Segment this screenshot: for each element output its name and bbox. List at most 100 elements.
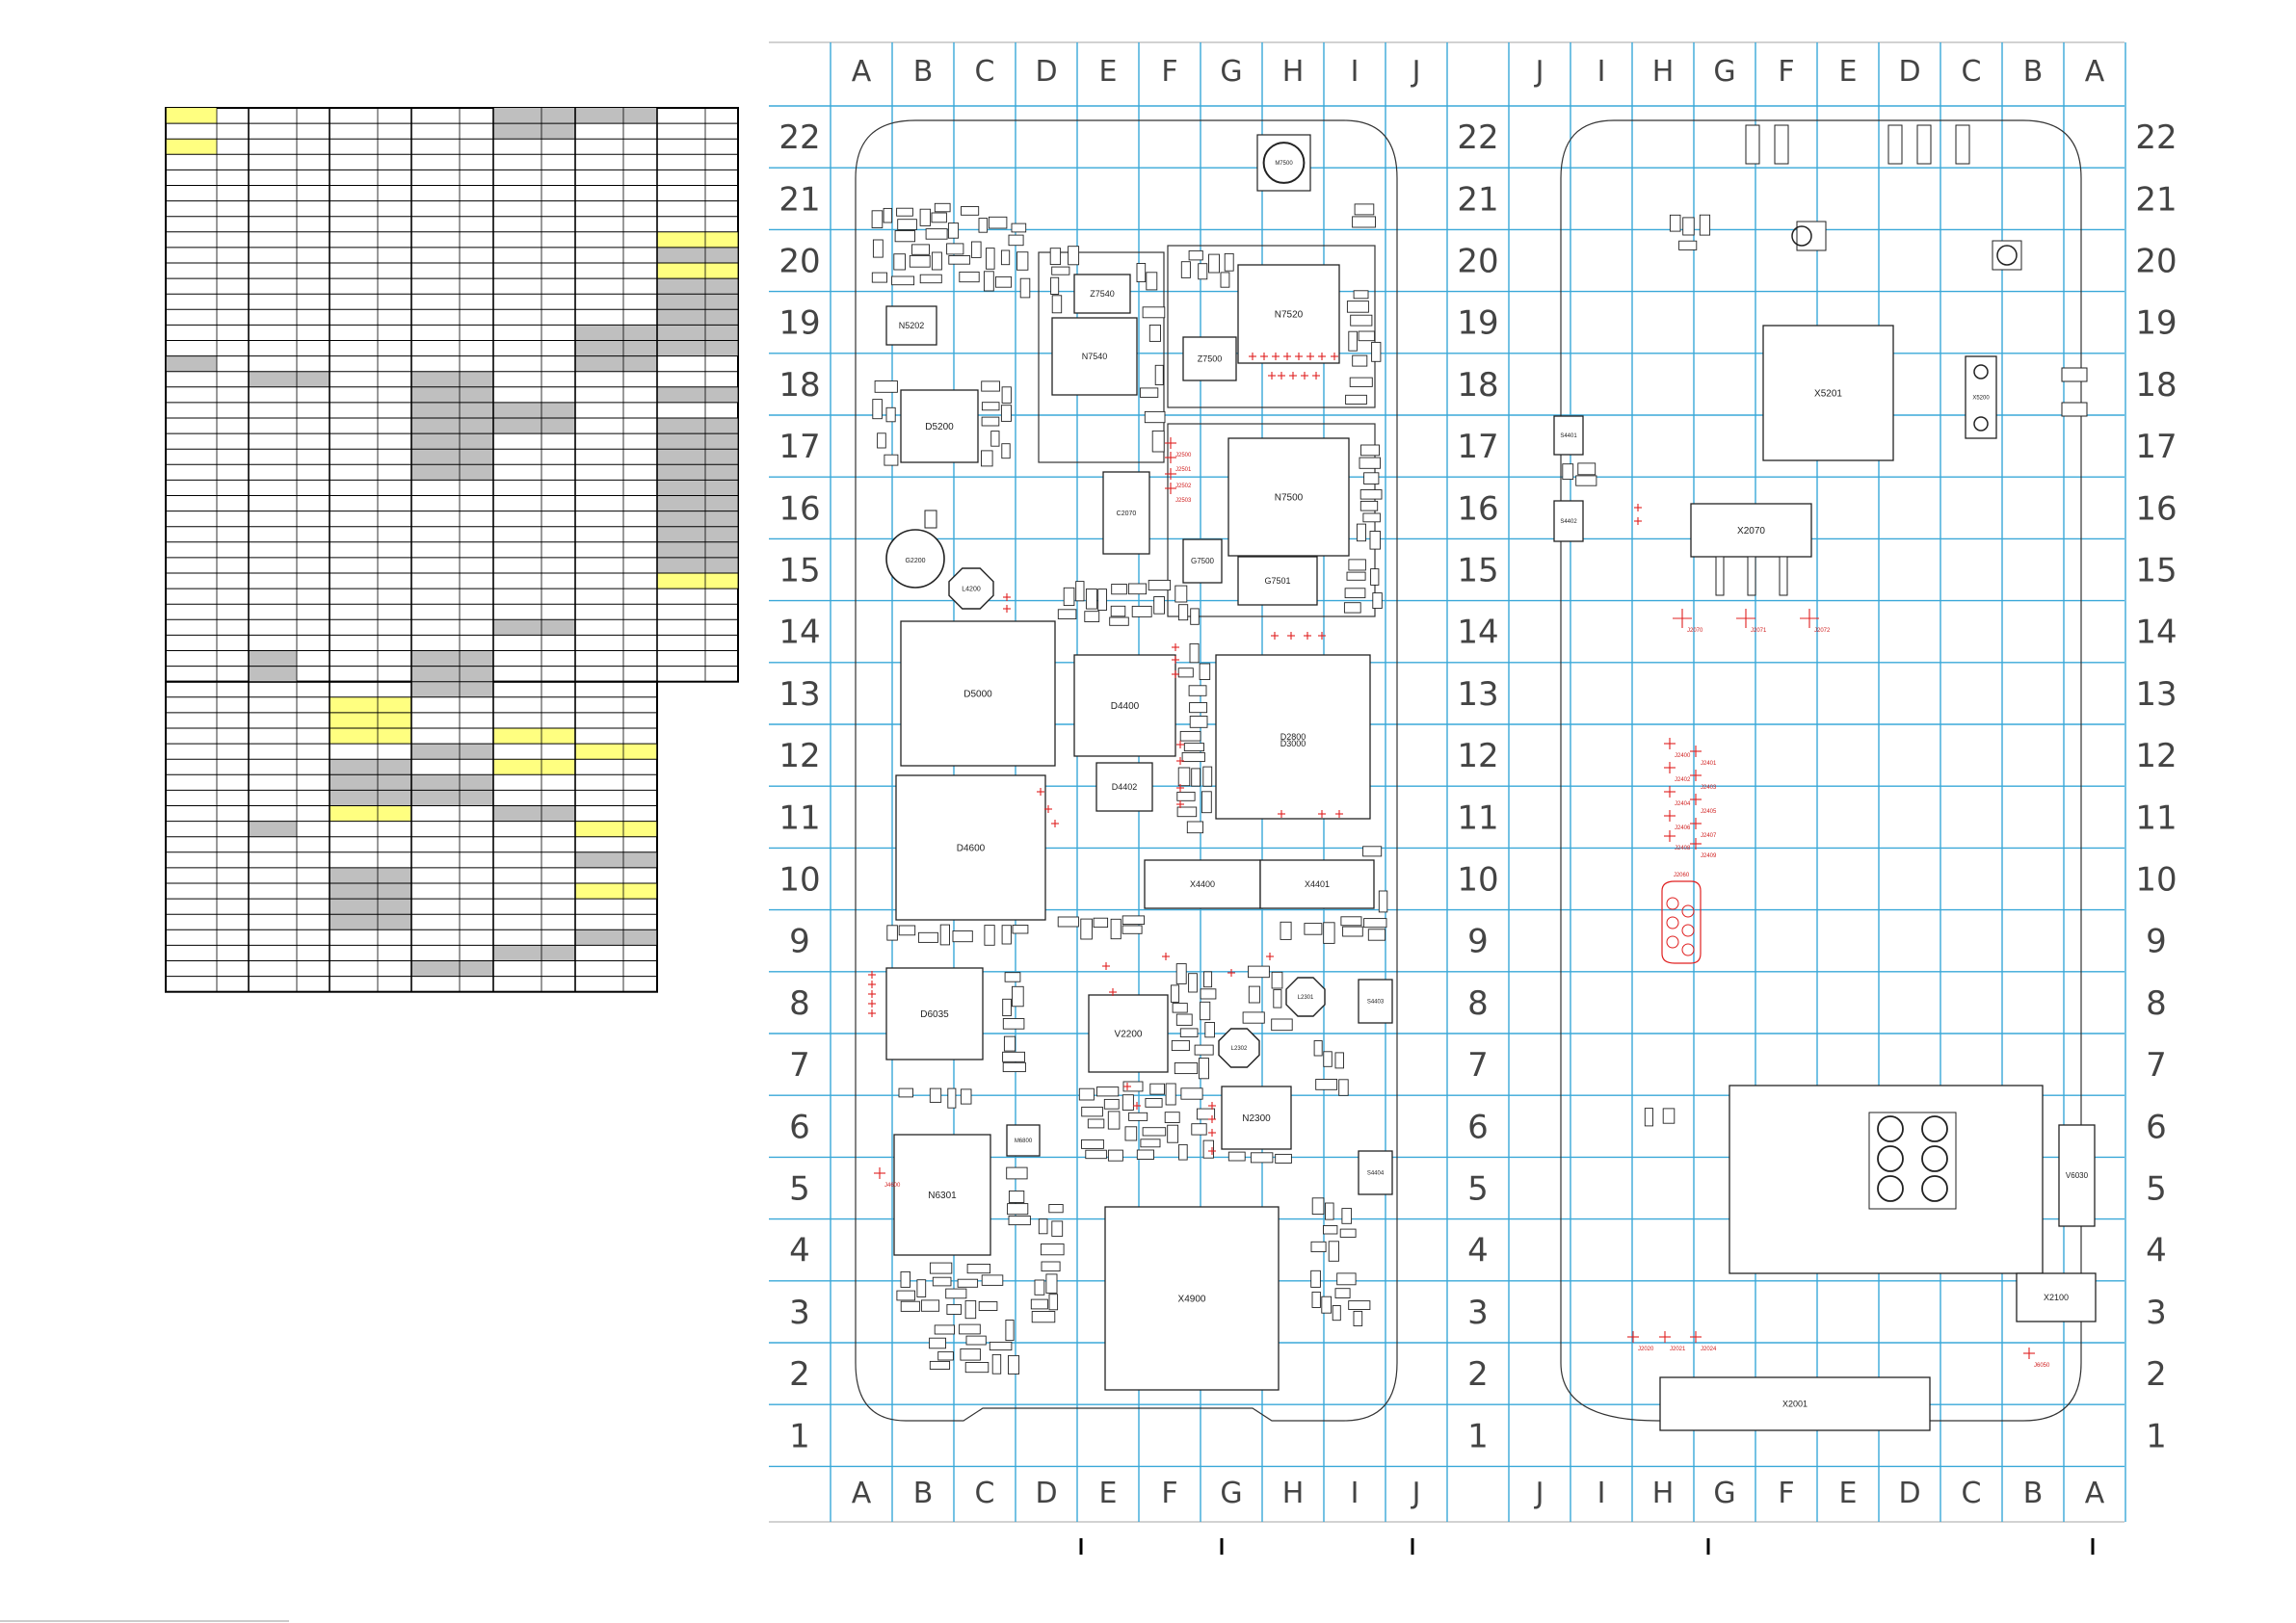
column-label-top: J: [1534, 55, 1544, 89]
test-point-marker: [1109, 988, 1117, 996]
test-point-marker: [1176, 741, 1184, 748]
table-cell-fill: [411, 744, 493, 760]
row-label: 15: [779, 552, 820, 590]
test-point-marker: [1335, 810, 1343, 818]
j2060-pad: [1681, 943, 1695, 956]
passive-part: [1002, 1018, 1025, 1030]
test-point-marker: [1278, 810, 1285, 818]
passive-part: [894, 230, 915, 243]
table-cell-fill: [411, 774, 493, 791]
passive-part: [1051, 295, 1063, 314]
test-point-marker: [1172, 643, 1179, 651]
component-label: M6800: [1015, 1139, 1033, 1144]
passive-part: [1321, 1296, 1333, 1314]
passive-part: [1577, 462, 1597, 476]
passive-part: [925, 228, 948, 240]
column-label-top: D: [1035, 55, 1057, 89]
passive-part: [1367, 929, 1386, 941]
component-label: S4402: [1560, 519, 1577, 525]
row-label: 15: [2135, 552, 2177, 590]
component-n5202: N5202: [885, 305, 937, 346]
table-cell-fill: [493, 728, 575, 745]
passive-part: [946, 1303, 962, 1315]
row-label: 13: [1457, 675, 1498, 714]
passive-part: [1002, 1051, 1025, 1062]
back-small-part: [1745, 124, 1760, 165]
row-label: 18: [2135, 366, 2177, 405]
passive-part: [871, 210, 884, 228]
test-point-j2405: J2405: [1690, 794, 1717, 815]
back-crystal: [1791, 225, 1812, 247]
row-label: 16: [779, 489, 820, 528]
row-label: 9: [789, 923, 810, 961]
component-body: [1102, 471, 1150, 555]
passive-part: [945, 1288, 967, 1299]
component-x2070: X2070: [1690, 503, 1812, 558]
passive-part: [1136, 1149, 1154, 1160]
test-point-marker: [1318, 632, 1326, 640]
passive-part: [966, 1264, 991, 1274]
passive-part: [1107, 1111, 1121, 1130]
component-location-table: [165, 107, 739, 993]
test-point-marker: [1176, 800, 1184, 808]
passive-part: [1136, 263, 1147, 283]
passive-part: [1340, 916, 1362, 927]
j2060-outline: [1661, 880, 1702, 964]
row-label: 7: [2146, 1046, 2167, 1085]
passive-part: [988, 216, 1008, 229]
row-label: 12: [1457, 737, 1498, 775]
passive-part: [1103, 1098, 1120, 1110]
passive-part: [919, 208, 932, 226]
table-cell-fill: [493, 759, 575, 775]
table-cell-fill: [249, 821, 297, 837]
table-cell-fill: [575, 108, 657, 124]
passive-part: [1003, 1035, 1016, 1052]
passive-part: [1140, 1139, 1161, 1148]
component-body: [1073, 274, 1131, 314]
back-small-part: [1887, 124, 1903, 165]
row-label: 21: [1457, 180, 1498, 219]
passive-part: [1142, 306, 1166, 319]
row-label: 20: [779, 243, 820, 281]
passive-part: [884, 454, 899, 466]
test-point-label: J2409: [1701, 853, 1717, 859]
passive-part: [1344, 588, 1366, 599]
passive-part: [1154, 364, 1164, 385]
passive-part: [1180, 1087, 1203, 1100]
passive-part: [1188, 685, 1207, 696]
passive-part: [1051, 266, 1070, 275]
column-label-top: H: [1652, 55, 1675, 89]
passive-part: [1339, 1228, 1357, 1238]
component-z7540: Z7540: [1073, 274, 1131, 314]
test-point-label: J2403: [1701, 785, 1717, 791]
passive-part: [1203, 971, 1213, 988]
passive-part: [1183, 743, 1204, 752]
component-x5200: X5200: [1965, 355, 1997, 439]
passive-part: [1362, 512, 1381, 523]
passive-part: [1196, 1108, 1216, 1120]
component-label: X2001: [1782, 1400, 1808, 1409]
board-outline-back: [1560, 119, 2082, 1422]
test-point-label: J2021: [1670, 1347, 1686, 1352]
passive-part: [1122, 925, 1143, 934]
passive-part: [931, 251, 942, 271]
passive-part: [1356, 523, 1366, 542]
j2060-label: J2060: [1674, 873, 1690, 878]
inductor-outline: [1285, 977, 1326, 1017]
passive-part: [1352, 216, 1376, 228]
passive-part: [1371, 341, 1382, 362]
passive-part: [1110, 605, 1126, 617]
component-label: V6030: [2066, 1171, 2089, 1180]
battery-outline: [885, 529, 945, 589]
row-label: 2: [2146, 1355, 2167, 1394]
row-label: 16: [1457, 489, 1498, 528]
passive-part: [1179, 730, 1201, 742]
passive-part: [877, 432, 886, 449]
passive-part: [1097, 589, 1107, 611]
passive-part: [983, 271, 994, 292]
component-label: D5000: [963, 689, 992, 699]
column-label-bottom: B: [2023, 1477, 2044, 1510]
back-small-part: [1774, 124, 1789, 165]
passive-part: [872, 239, 884, 258]
table-cell-fill: [411, 418, 493, 434]
